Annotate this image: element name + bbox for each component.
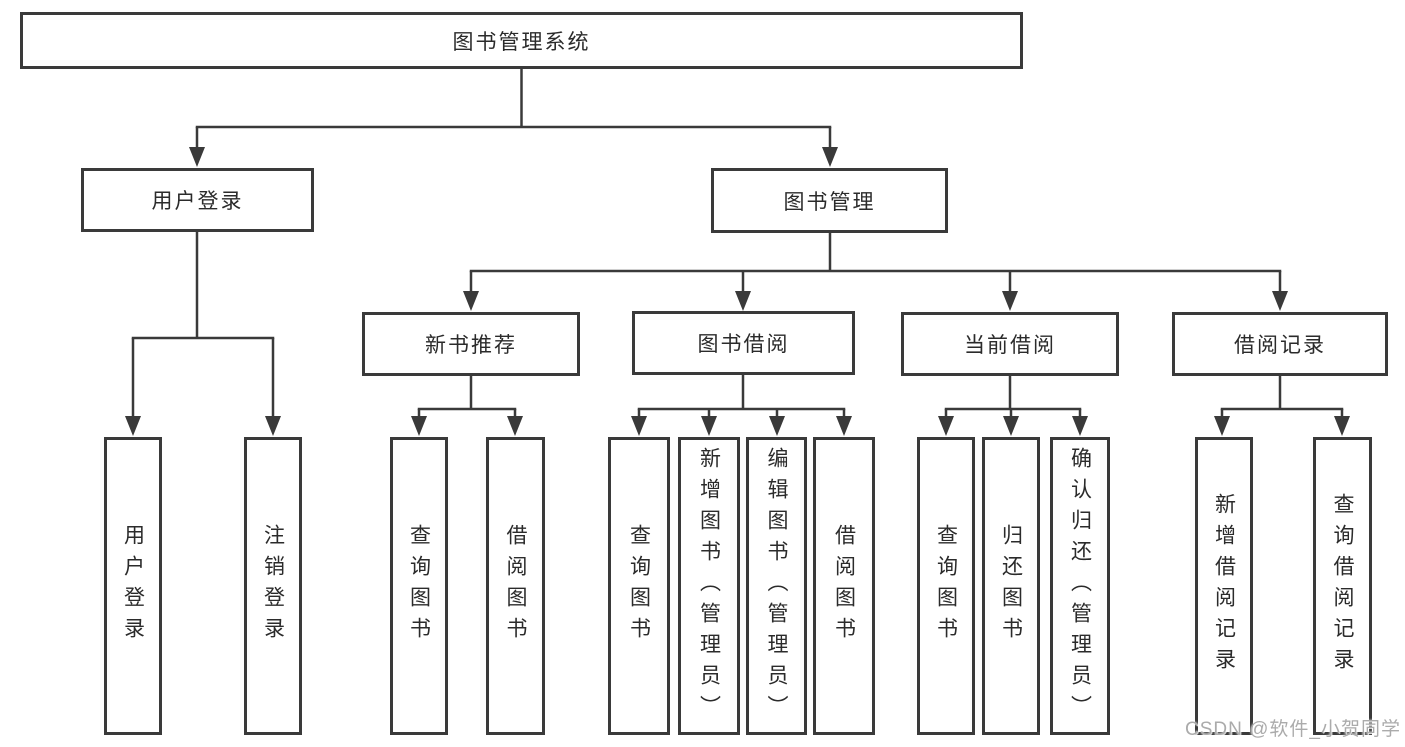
leaf-query-books-current: 查询图书 — [917, 437, 975, 735]
leaf-return-books: 归还图书 — [982, 437, 1040, 735]
leaf-label: 编辑图书（管理员） — [765, 446, 788, 726]
leaf-user-login: 用户登录 — [104, 437, 162, 735]
node-current-borrowing: 当前借阅 — [901, 312, 1119, 376]
leaf-label: 注销登录 — [261, 524, 285, 648]
leaf-edit-books-admin: 编辑图书（管理员） — [746, 437, 807, 735]
leaf-label: 确认归还（管理员） — [1068, 446, 1092, 726]
node-user-login: 用户登录 — [81, 168, 314, 232]
leaf-label: 查询图书 — [627, 524, 651, 648]
node-book-borrowing: 图书借阅 — [632, 311, 855, 375]
leaf-label: 查询借阅记录 — [1331, 493, 1354, 679]
leaf-add-books-admin: 新增图书（管理员） — [678, 437, 740, 735]
node-label: 新书推荐 — [425, 334, 517, 357]
leaf-borrow-books-newbook: 借阅图书 — [486, 437, 545, 735]
node-label: 借阅记录 — [1234, 334, 1326, 357]
node-label: 图书管理 — [783, 190, 876, 214]
leaf-query-books-borrowing: 查询图书 — [608, 437, 670, 735]
leaf-label: 新增借阅记录 — [1212, 493, 1236, 679]
leaf-confirm-return-admin: 确认归还（管理员） — [1050, 437, 1110, 735]
node-label: 图书借阅 — [697, 333, 790, 356]
leaf-query-borrow-record: 查询借阅记录 — [1313, 437, 1372, 735]
node-label: 当前借阅 — [964, 334, 1056, 357]
node-library-management-system: 图书管理系统 — [20, 12, 1023, 69]
leaf-logout: 注销登录 — [244, 437, 302, 735]
leaf-label: 借阅图书 — [504, 524, 527, 648]
node-label: 图书管理系统 — [452, 30, 591, 54]
leaf-label: 借阅图书 — [832, 524, 856, 648]
leaf-label: 查询图书 — [407, 524, 431, 648]
csdn-watermark: CSDN @软件_小贺同学 — [1185, 719, 1401, 740]
leaf-label: 用户登录 — [121, 524, 145, 648]
leaf-query-books-newbook: 查询图书 — [390, 437, 448, 735]
leaf-label: 归还图书 — [999, 524, 1023, 648]
node-book-management: 图书管理 — [711, 168, 948, 233]
node-new-book-recommendation: 新书推荐 — [362, 312, 580, 376]
node-label: 用户登录 — [151, 190, 244, 213]
leaf-borrow-books-borrowing: 借阅图书 — [813, 437, 875, 735]
leaf-label: 新增图书（管理员） — [697, 446, 721, 726]
leaf-label: 查询图书 — [934, 524, 958, 648]
leaf-add-borrow-record: 新增借阅记录 — [1195, 437, 1253, 735]
node-borrowing-records: 借阅记录 — [1172, 312, 1388, 376]
